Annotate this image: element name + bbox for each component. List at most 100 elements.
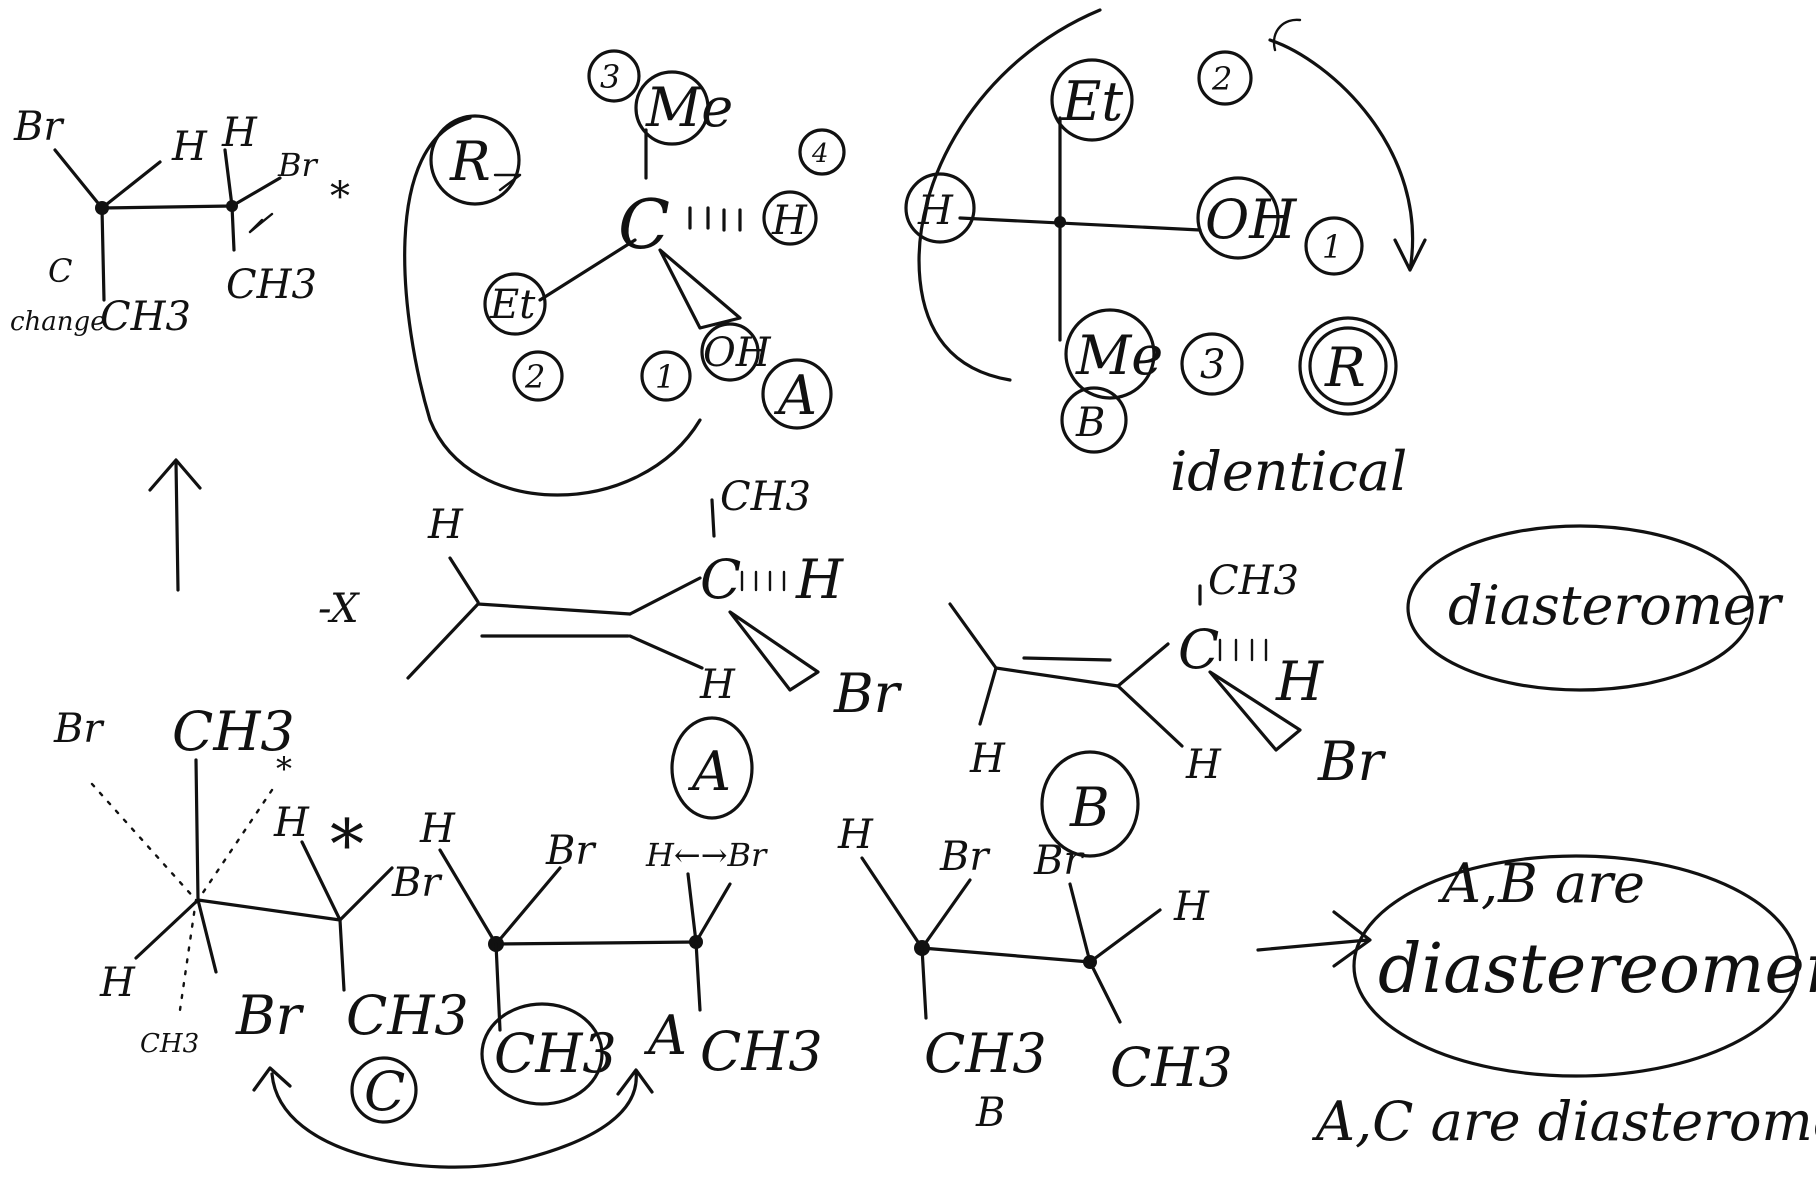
fischer-config-label: R: [1324, 336, 1366, 399]
bottom-b-bond-br1: [920, 878, 972, 950]
bottom-b-ch3-1: CH3: [924, 1022, 1047, 1085]
et-rank: 2: [524, 358, 545, 396]
bond-c-h-left: [134, 898, 200, 960]
fischer-oh-rank: 1: [1322, 228, 1342, 266]
star-small: *: [276, 750, 292, 788]
alkene-a-bond-h: [448, 556, 480, 604]
conclusion-arrow-icon: [1256, 910, 1372, 968]
ch3-bottom-label: CH3: [100, 294, 191, 340]
alkene-a-hash: [740, 570, 786, 592]
bottom-b-h: H: [837, 812, 874, 858]
ch3-top-label: CH3: [172, 700, 295, 763]
bottom-a-bond-up2: [694, 882, 732, 944]
alkene-b-wedge: [1208, 670, 1302, 752]
alkene-a-h-top: H: [427, 502, 464, 548]
bottom-b-bond-ch3-2: [1088, 960, 1122, 1024]
alkene-b-double-1: [994, 666, 1120, 688]
center-wedge-structure: R 3 Me C H 4 Et 2 OH 1 A: [403, 49, 846, 497]
br-left-label: Br: [13, 104, 65, 150]
bond-c2-h: [300, 840, 342, 922]
bottom-curved-arrow-icon: [252, 1066, 654, 1169]
bottom-a-he-br: H←→Br: [645, 836, 768, 874]
bottom-b-label: B: [975, 1090, 1005, 1136]
et-circle: [483, 272, 547, 336]
et-label: Et: [489, 282, 536, 328]
bottom-a-label: A: [643, 1004, 687, 1067]
fischer-rank3-circle: [1180, 332, 1244, 396]
bottom-b-ch3-2: CH3: [1110, 1036, 1233, 1099]
cross-mark: -X: [318, 586, 360, 632]
rank-4-circle: [798, 128, 846, 176]
up-arrow-icon: [148, 458, 202, 592]
fischer-rank1-circle: [1304, 216, 1364, 276]
bond-c1-c2: [100, 204, 234, 210]
wedge-bond-oh: [658, 248, 742, 330]
fischer-me-rank: 3: [1200, 342, 1225, 388]
br-low-label: Br: [235, 984, 305, 1047]
alkene-a-bond-ch3: [710, 498, 716, 538]
bond-c2-br: [338, 866, 394, 922]
bond-c2-ch3: [230, 204, 236, 252]
h-mid-label: H: [273, 800, 310, 846]
bottom-b-br1: Br: [939, 834, 991, 880]
identical-note: identical: [1170, 440, 1407, 503]
alkene-a-bond-down: [628, 634, 704, 670]
conclusion-line3: A,C are diasteromer: [1311, 1090, 1816, 1153]
conclusion-group: A,B are diastereomers A,C are diasterome…: [1256, 852, 1816, 1153]
alkene-b-bond-hleft: [978, 666, 998, 726]
alkene-b-structure: CH3 C H Br H H B: [948, 558, 1387, 858]
alkene-b-carbon: C: [1178, 618, 1219, 681]
alkene-b-bond-h: [1116, 684, 1184, 748]
alkene-b-double-2: [1022, 656, 1112, 662]
alkene-a-carbon: C: [700, 548, 741, 611]
h-left-label: H: [99, 960, 136, 1006]
fischer-arc-right: [1268, 38, 1427, 272]
fischer-b-circle: [1060, 386, 1128, 454]
alkene-b-circle: [1040, 750, 1140, 858]
bottom-b-br2: Br: [1033, 838, 1085, 884]
alkene-b-bond-up: [1116, 642, 1170, 688]
me-rank: 3: [600, 58, 620, 96]
scribble-note: change: [10, 307, 106, 337]
br-mid-label: Br: [391, 860, 443, 906]
bond-c1-h: [100, 160, 162, 210]
star-mark: *: [330, 174, 350, 220]
conclusion-line2: diastereomers: [1378, 930, 1816, 1009]
alkene-a-double-1: [476, 602, 632, 616]
fischer-rank2-circle: [1197, 50, 1253, 106]
r-circle: [429, 114, 521, 206]
star-large: *: [330, 806, 364, 885]
alkene-b-br: Br: [1317, 730, 1387, 793]
compound-a-label: A: [773, 364, 817, 427]
oh-rank: 1: [655, 358, 675, 396]
bottom-a-br: Br: [545, 828, 597, 874]
bottom-a-ch3: CH3: [700, 1020, 823, 1083]
alkene-a-structure: -X H CH3 C H H Br A: [318, 474, 903, 820]
hashed-bond-h: [688, 206, 742, 232]
fischer-r-circle-inner: [1308, 326, 1388, 406]
bottom-a-h: H: [419, 806, 456, 852]
bond-c-et: [538, 238, 637, 302]
bottom-b-h-right: H: [1173, 884, 1210, 930]
curved-arrow-icon: [403, 116, 702, 497]
diastereomer-oval: [1406, 524, 1754, 692]
alkene-a-left-tail: [406, 602, 480, 680]
fischer-h-circle: [904, 172, 976, 244]
me-label: Me: [645, 76, 733, 139]
diastereomer-oval-group: diasteromer: [1406, 524, 1784, 692]
r-label: R: [449, 130, 491, 193]
compound-a-circle: [761, 358, 833, 430]
br-dotted-label: Br: [53, 706, 105, 752]
conclusion-line1: A,B are: [1437, 852, 1645, 915]
h-circle: [762, 190, 818, 246]
h1-label: H: [171, 124, 208, 170]
bottom-a-bond-ch3: [494, 942, 502, 1032]
carbon-dot-2: [226, 200, 238, 212]
bond-c2-h: [223, 148, 234, 208]
bottom-b-bond-hright: [1088, 908, 1162, 964]
alkene-a-circle: [670, 716, 754, 820]
bond-c2-ch3: [338, 918, 346, 992]
fischer-oh-label: OH: [1205, 188, 1297, 251]
fischer-oh-circle: [1196, 176, 1280, 260]
compound-c-circle: [350, 1056, 418, 1124]
